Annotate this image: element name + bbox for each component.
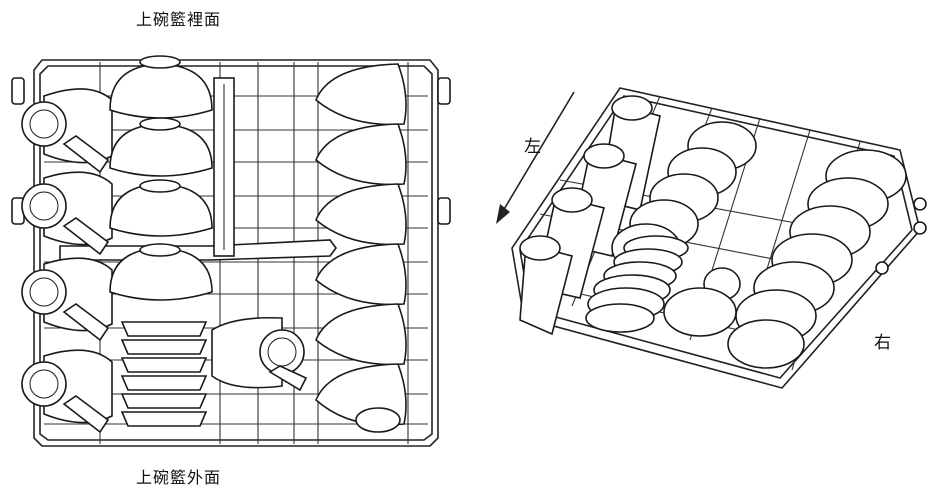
saucer-stack [120,321,208,427]
direction-arrow [499,91,575,217]
rack-outside-label: 上碗籃外面 [136,468,222,487]
perspective-rack [496,87,927,389]
left-direction-label: 左 [524,137,542,157]
cup-row-left [21,88,113,434]
perspective-saucers [585,235,689,333]
perspective-bowls-right [727,149,907,369]
arrow-head-icon [496,204,510,224]
top-view-rack [11,55,451,447]
bowl-row-right [315,63,407,433]
bowl-stack-center [109,55,213,301]
rack-inside-label: 上碗籃裡面 [136,10,222,29]
right-direction-label: 右 [874,333,892,353]
perspective-cups [519,95,661,336]
cup-center [211,316,308,392]
